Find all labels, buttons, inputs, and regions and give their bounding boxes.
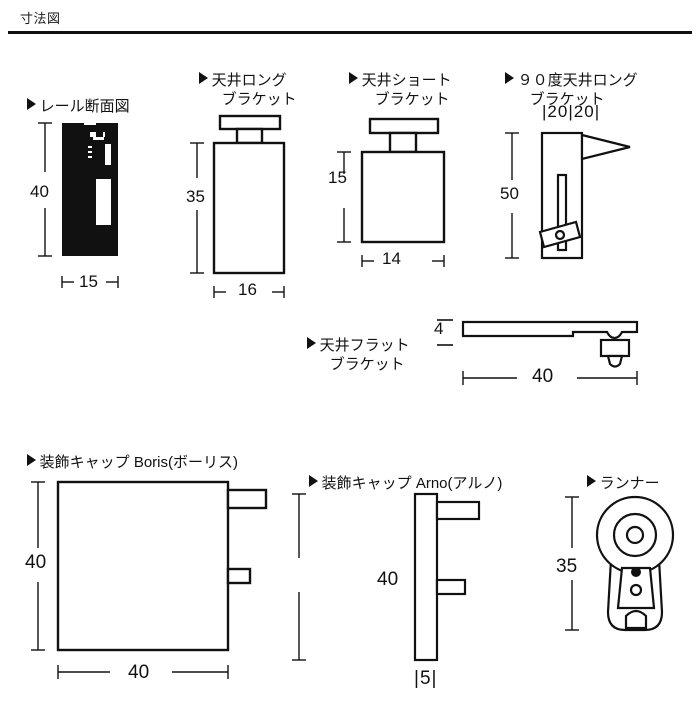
dim-boris-width: 40 xyxy=(128,662,150,683)
dim-ceiling-long-height: 35 xyxy=(186,187,205,206)
figure-decorative-cap-arno xyxy=(292,492,481,662)
cap-dimension-lines xyxy=(292,493,306,661)
caption-text-line1: 天井ショート xyxy=(361,72,452,89)
flat-bracket-screw-boss xyxy=(599,338,631,358)
title-divider xyxy=(8,31,692,34)
bracket-body xyxy=(360,150,446,244)
dim-flat-thickness: 4 xyxy=(434,319,444,338)
runner-pin-dot xyxy=(631,567,641,577)
figure-runner xyxy=(565,495,675,632)
rail-extrusion-shape xyxy=(62,123,118,256)
dim-arno-width-value: 5 xyxy=(419,668,432,689)
bracket-slot xyxy=(556,173,568,252)
bracket-dimension-lines xyxy=(190,142,285,298)
figure-caption-cap-boris: 装飾キャップ Boris(ボーリス) xyxy=(10,434,238,491)
bullet-triangle-icon xyxy=(348,72,358,84)
cap-tab-lower xyxy=(226,567,252,585)
runner-dimension-lines xyxy=(565,496,579,631)
dim-ninety-top-segments: |20|20| xyxy=(542,102,600,122)
figure-ceiling-flat-bracket xyxy=(437,319,639,385)
runner-axle-hole xyxy=(625,525,645,545)
dim-flat-width: 40 xyxy=(532,366,554,387)
figure-caption-cap-arno: 装飾キャップ Arno(アルノ) xyxy=(292,455,502,512)
dim-rail-height: 40 xyxy=(30,182,49,201)
caption-text: レール断面図 xyxy=(39,98,130,115)
figure-caption-flat-bracket: 天井フラット xyxy=(290,317,410,374)
dim-ceiling-short-height: 15 xyxy=(328,168,347,187)
bracket-neck xyxy=(388,131,418,154)
rail-profile xyxy=(62,125,118,256)
dim-rail-width: 15 xyxy=(79,272,98,291)
figure-caption-ceiling-long-bracket-line2: ブラケット xyxy=(205,71,297,128)
cap-tab-upper xyxy=(435,500,481,521)
figure-caption-ninety-degree-bracket-line2: ブラケット xyxy=(513,71,605,128)
caption-text: 装飾キャップ Boris(ボーリス) xyxy=(39,454,239,471)
caption-text: ランナー xyxy=(599,475,660,492)
dim-runner-height: 35 xyxy=(556,556,578,577)
figure-rail-section xyxy=(62,125,118,256)
bracket-dimension-lines xyxy=(505,132,519,259)
bullet-triangle-icon xyxy=(26,454,36,466)
caption-text-line1: 天井ロング xyxy=(211,72,287,89)
caption-text-line1: 天井フラット xyxy=(319,337,410,354)
caption-text-line1: ９０度天井ロング xyxy=(517,72,638,89)
dim-arno-height: 40 xyxy=(377,569,399,590)
figure-ceiling-long-bracket xyxy=(190,114,286,298)
tick-left: | xyxy=(414,668,420,689)
dim-ninety-right: 20 xyxy=(573,102,595,121)
bullet-triangle-icon xyxy=(504,72,514,84)
flat-bracket-screw-tip xyxy=(606,354,624,368)
figure-ninety-degree-bracket xyxy=(505,131,631,260)
bracket-top-plate xyxy=(368,117,440,135)
tick-left: | xyxy=(542,102,548,121)
figure-ceiling-short-bracket xyxy=(337,117,446,267)
bracket-body xyxy=(212,141,286,275)
caption-text-line2: ブラケット xyxy=(329,356,405,373)
cap-tab-lower xyxy=(435,578,467,596)
bracket-angle-flange xyxy=(580,133,631,161)
rail-dimension-lines xyxy=(38,122,119,288)
dim-ninety-left: 20 xyxy=(547,102,569,121)
bullet-triangle-icon xyxy=(198,72,208,84)
bracket-neck xyxy=(235,127,264,145)
tick-right: | xyxy=(594,102,601,121)
flat-bracket-dimension-lines xyxy=(462,371,638,385)
figure-caption-ninety-degree-bracket: ９０度天井ロング xyxy=(488,52,638,109)
thickness-tick-marks xyxy=(437,319,453,346)
cap-body xyxy=(413,492,439,662)
bracket-clamp-plate xyxy=(538,220,582,249)
figure-caption-rail-section: レール断面図 xyxy=(10,78,130,135)
figure-caption-ceiling-short-bracket: 天井ショート xyxy=(332,52,452,109)
dim-arno-width: |5| xyxy=(414,668,437,690)
caption-text: 装飾キャップ Arno(アルノ) xyxy=(321,475,503,492)
runner-hook-opening xyxy=(624,609,648,630)
flat-bracket-body xyxy=(461,320,639,368)
tick-right: | xyxy=(431,668,438,689)
runner-small-hole xyxy=(629,583,643,597)
caption-text-line2: ブラケット xyxy=(221,91,297,108)
bullet-triangle-icon xyxy=(306,337,316,349)
cap-tab-upper xyxy=(226,488,268,510)
bullet-triangle-icon xyxy=(308,475,318,487)
figure-caption-runner: ランナー xyxy=(570,455,660,512)
bracket-dimension-lines xyxy=(337,151,445,267)
page-title: 寸法図 xyxy=(20,11,61,26)
bullet-triangle-icon xyxy=(586,475,596,487)
dim-ceiling-long-width: 16 xyxy=(238,280,257,299)
figure-decorative-cap-boris xyxy=(31,480,268,679)
figure-caption-flat-bracket-line2: ブラケット xyxy=(313,336,405,393)
bracket-top-plate xyxy=(218,114,282,131)
dim-ceiling-short-width: 14 xyxy=(382,249,401,268)
cap-body xyxy=(56,480,230,652)
bullet-triangle-icon xyxy=(26,98,36,110)
caption-text-line2: ブラケット xyxy=(374,91,450,108)
figure-rail-section-detail xyxy=(38,122,119,288)
cap-dimension-lines xyxy=(31,481,229,679)
figure-caption-ceiling-long-bracket: 天井ロング xyxy=(182,52,287,109)
figure-caption-ceiling-short-bracket-line2: ブラケット xyxy=(358,71,450,128)
caption-text-line2: ブラケット xyxy=(529,91,605,108)
dim-boris-height: 40 xyxy=(25,552,47,573)
tick-mid: | xyxy=(568,102,574,121)
dim-ninety-height: 50 xyxy=(500,184,519,203)
